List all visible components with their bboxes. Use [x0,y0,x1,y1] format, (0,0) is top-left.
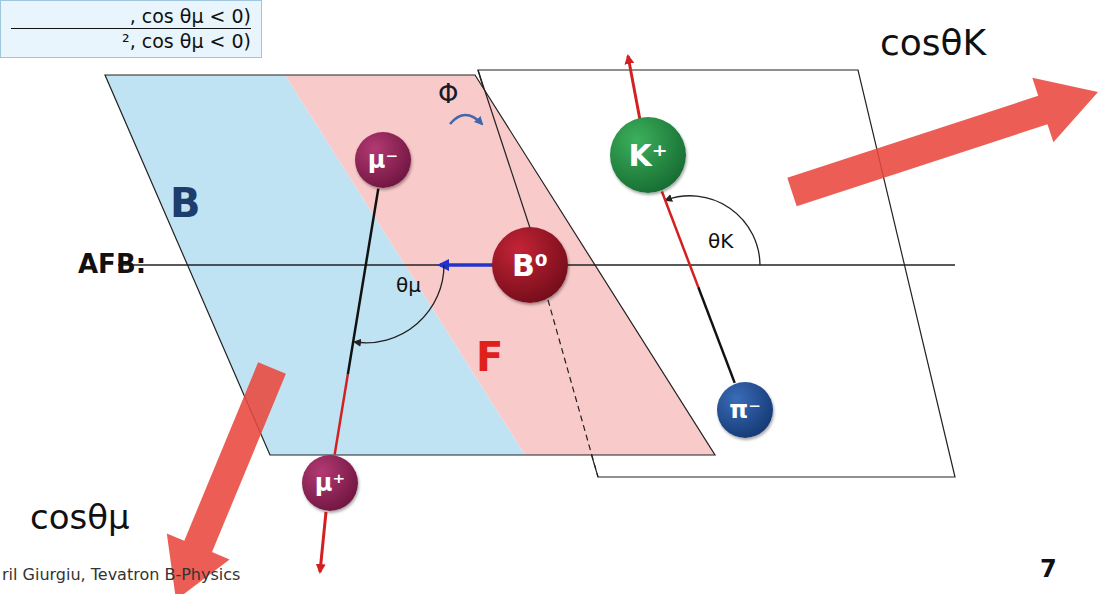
cos-theta-k-arrow [787,78,1098,207]
muon-plus-ball: μ⁺ [302,455,358,511]
phi-arc [450,115,482,124]
pion-ball: π⁻ [717,382,773,438]
half-plane-label: B [170,180,201,226]
half-plane-label: F [476,334,503,380]
asymmetry-label: AFB: [78,250,146,280]
hadron-plane-edge [478,70,530,228]
formula-text: , cos θμ < 0) [11,4,251,29]
decay-track [335,189,379,455]
phi-angle-label: Φ [438,80,458,110]
cos-theta-mu-arrow [167,362,286,594]
b-direction-arrow [440,263,494,267]
angle-label: θK [708,230,733,253]
theta-mu-arc [355,265,444,343]
particle-label: π⁻ [729,396,761,424]
kaon-momentum-arrow [628,56,640,120]
axis-label: cosθK [880,22,986,63]
muon-momentum-arrow [320,512,326,572]
theta-k-arc [666,196,760,265]
formula-box: , cos θμ < 0)², cos θμ < 0) [0,0,262,58]
particle-label: K⁺ [628,138,667,173]
formula-text: ², cos θμ < 0) [11,29,251,53]
axis-label: cosθμ [30,498,130,537]
b-meson-ball: B⁰ [492,227,568,303]
muon-minus-ball: μ⁻ [355,132,411,188]
page-number: 7 [1040,556,1057,584]
kaon-ball: K⁺ [610,117,686,193]
decay-track [662,191,735,382]
particle-label: μ⁺ [315,469,345,497]
hadron-plane-hidden-edge [548,300,598,477]
footer-text: ril Giurgiu, Tevatron B-Physics [2,566,240,584]
particle-label: μ⁻ [368,146,398,174]
particle-label: B⁰ [512,248,548,283]
angle-label: θμ [396,274,421,297]
